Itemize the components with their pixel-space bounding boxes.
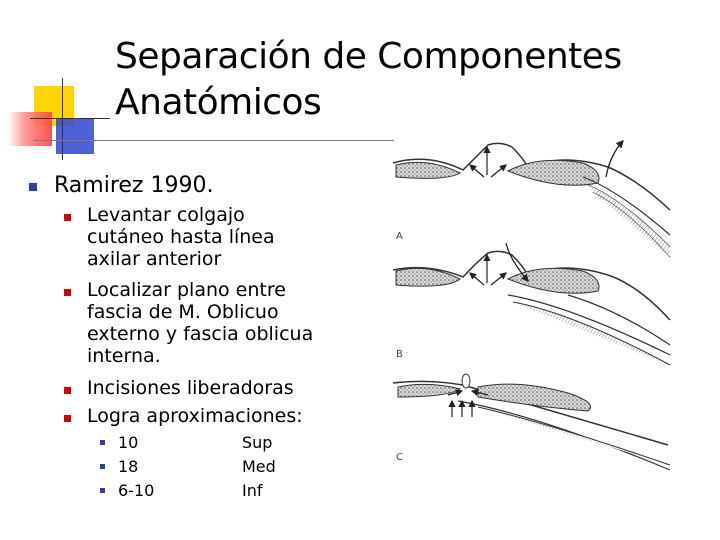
panel-label-a: A [396,231,403,242]
bullet-square-blue [29,183,37,191]
bullet-square-blue-small [100,488,105,493]
panel-label-b: B [396,349,403,360]
approx-location-3: Inf [242,481,263,500]
bullet-item-1-line-1: Levantar colgajo [87,204,245,226]
bullet-item-2: Localizar plano entre fascia de M. Oblic… [87,279,313,367]
approx-value-3: 6-10 [118,481,155,500]
bullet-square-red [64,289,71,296]
deco-horizontal-line [30,118,110,119]
bullet-item-1-line-3: axilar anterior [87,248,222,270]
approx-location-2: Med [242,457,276,476]
approx-value-2: 18 [118,457,139,476]
bullet-item-1-line-2: cutáneo hasta línea [87,226,275,248]
bullet-item-4: Logra aproximaciones: [87,405,303,427]
panel-a-drawing [392,140,671,258]
bullet-item-2-line-1: Localizar plano entre [87,279,286,301]
approx-value-1: 10 [118,433,139,452]
bullet-item-2-line-2: fascia de M. Oblicuo [87,301,279,323]
title-line-2: Anatómicos [115,82,322,123]
bullet-square-blue-small [100,464,105,469]
title-line-1: Separación de Componentes [115,36,622,77]
anatomical-illustration: A B C [392,140,671,471]
bullet-item-2-line-4: interna. [87,345,161,367]
panel-b-drawing [392,242,671,366]
panel-label-c: C [396,452,403,463]
citation-text: Ramirez 1990. [54,173,214,198]
bullet-item-1: Levantar colgajo cutáneo hasta línea axi… [87,204,275,270]
bullet-square-red [64,415,71,422]
title-divider [34,140,394,141]
deco-vertical-line [62,78,63,160]
slide-title: Separación de Componentes Anatómicos [115,34,695,126]
bullet-square-red [64,214,71,221]
bullet-square-blue-small [100,440,105,445]
bullet-square-red [64,387,71,394]
bullet-item-3: Incisiones liberadoras [87,377,294,399]
approx-location-1: Sup [242,433,273,452]
panel-c-drawing [392,373,671,471]
bullet-item-2-line-3: externo y fascia oblicua [87,323,314,345]
